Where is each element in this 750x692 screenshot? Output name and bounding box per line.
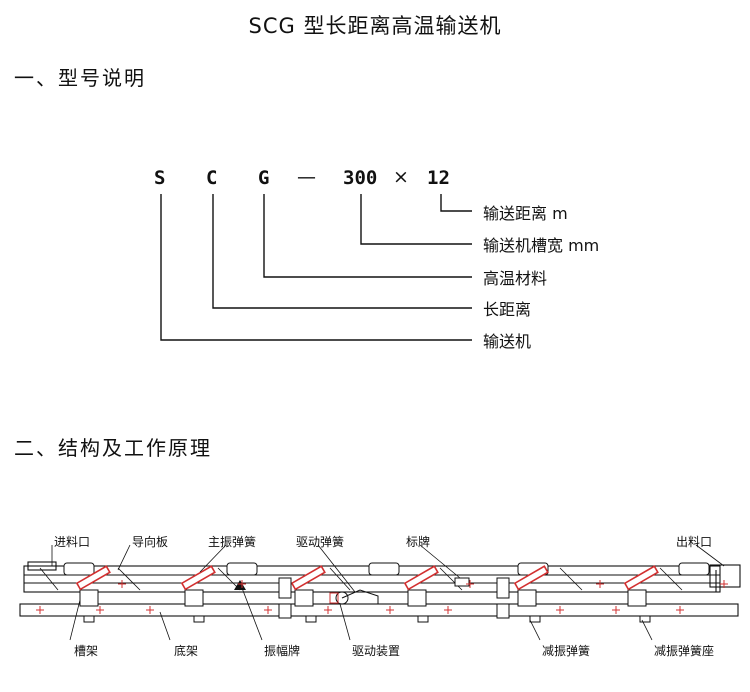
- section1-title: 型号说明: [58, 66, 146, 90]
- label-base-frame: 底架: [174, 644, 199, 658]
- explain-material: 高温材料: [483, 269, 548, 288]
- label-damping-spring: 减振弹簧: [542, 644, 591, 658]
- section2-heading: 二、结构及工作原理: [14, 432, 212, 461]
- base-frame: [19, 603, 739, 617]
- label-outlet: 出料口: [676, 535, 713, 549]
- label-main-spring: 主振弹簧: [208, 535, 257, 549]
- label-amplitude-plate: 振幅牌: [264, 644, 301, 658]
- section1-heading: 一、型号说明: [14, 62, 146, 91]
- code-dash: —: [297, 166, 316, 188]
- code-letter-g: G: [258, 167, 270, 189]
- diagram-leader-lines: [51, 544, 725, 641]
- code-letter-s: S: [154, 167, 166, 189]
- red-markers: [36, 580, 728, 614]
- label-drive-device: 驱动装置: [352, 644, 401, 658]
- label-trough-frame: 槽架: [74, 644, 99, 658]
- label-nameplate: 标牌: [406, 535, 431, 549]
- label-damping-spring-seat: 减振弹簧座: [654, 644, 715, 658]
- explain-trough-width: 输送机槽宽 mm: [483, 236, 600, 255]
- code-times: ×: [393, 166, 409, 188]
- explain-long-distance: 长距离: [483, 300, 532, 319]
- label-drive-spring: 驱动弹簧: [296, 535, 345, 549]
- section1-number: 一、: [14, 66, 58, 90]
- section2-number: 二、: [14, 436, 58, 460]
- explain-conveyor: 输送机: [483, 332, 532, 351]
- label-inlet: 进料口: [54, 535, 91, 549]
- main-springs: [75, 565, 659, 607]
- code-distance: 12: [427, 167, 450, 189]
- code-width: 300: [343, 167, 378, 189]
- drive-device: [329, 589, 379, 605]
- label-guide-plate: 导向板: [132, 535, 169, 549]
- explain-distance: 输送距离 m: [483, 204, 568, 223]
- document-title: SCG 型长距离高温输送机: [248, 14, 502, 38]
- section2-title: 结构及工作原理: [58, 436, 212, 460]
- code-letter-c: C: [206, 167, 218, 189]
